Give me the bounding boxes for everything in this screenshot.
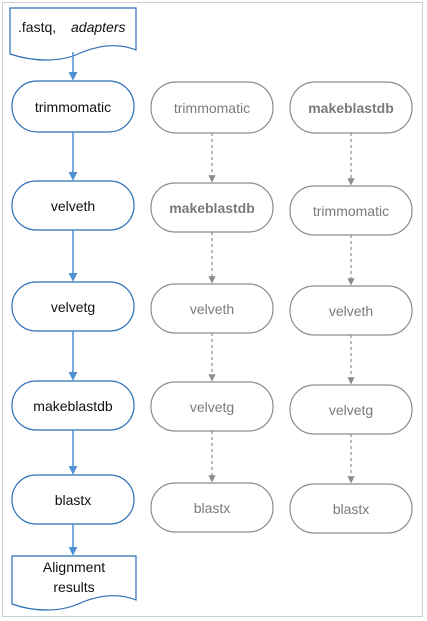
col2-step-3: velveth [150, 283, 274, 334]
col3-step-2: trimmomatic [289, 185, 413, 236]
col3-step-5-label: blastx [333, 501, 370, 517]
col1-step-5-label: blastx [55, 492, 92, 508]
col2-step-5-label: blastx [194, 500, 231, 516]
col3-step-3-label: velveth [329, 303, 373, 319]
col2-step-4-label: velvetg [190, 399, 234, 415]
output-label-line-2: results [53, 579, 94, 595]
col2-step-3-label: velveth [190, 301, 234, 317]
col1-step-5: blastx [11, 474, 135, 525]
input-label-plain: .fastq, [18, 19, 56, 35]
col2-step-1: trimmomatic [150, 81, 274, 134]
col3-step-1: makeblastdb [289, 81, 413, 134]
diagram-frame [2, 2, 423, 617]
col3-step-3: velveth [289, 285, 413, 336]
input-document: .fastq, adapters [9, 7, 137, 61]
col3-step-2-label: trimmomatic [313, 203, 389, 219]
col3-step-1-label: makeblastdb [308, 100, 394, 116]
col2-step-4: velvetg [150, 381, 274, 432]
col2-step-1-label: trimmomatic [174, 100, 250, 116]
col3-step-4: velvetg [289, 384, 413, 435]
col3-step-5: blastx [289, 483, 413, 534]
output-document: Alignment results [11, 555, 137, 611]
col1-step-4: makeblastdb [11, 380, 135, 431]
col1-step-4-label: makeblastdb [33, 398, 113, 414]
col2-step-2: makeblastdb [150, 182, 274, 233]
col1-step-3-label: velvetg [51, 299, 95, 315]
col2-step-5: blastx [150, 482, 274, 533]
input-label-italic: adapters [71, 19, 125, 35]
col1-step-2-label: velveth [51, 198, 95, 214]
col1-step-1: trimmomatic [11, 80, 135, 133]
output-label-line-1: Alignment [43, 559, 105, 575]
col1-step-3: velvetg [11, 281, 135, 332]
col1-step-1-label: trimmomatic [35, 99, 111, 115]
col3-step-4-label: velvetg [329, 402, 373, 418]
col1-step-2: velveth [11, 180, 135, 231]
col2-step-2-label: makeblastdb [169, 200, 255, 216]
